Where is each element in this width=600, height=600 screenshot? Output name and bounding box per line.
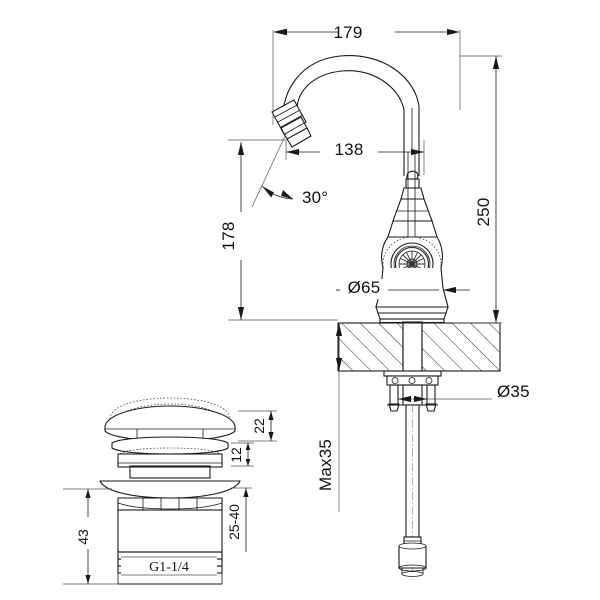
dimension-label-d65: Ø65	[348, 278, 381, 297]
dimension-diameter-65: Ø65	[336, 278, 470, 299]
tap-assembly	[271, 55, 449, 324]
dimension-178: 178	[219, 139, 338, 321]
thread-callout-g114: G1-1/4	[121, 556, 217, 576]
dimension-label-12: 12	[228, 447, 244, 463]
spout-inner-profile	[296, 70, 405, 152]
dimension-label-250: 250	[474, 198, 493, 227]
mounting-washer	[383, 370, 442, 377]
dimension-label-138: 138	[335, 140, 364, 159]
dimension-label-max35: Max35	[316, 439, 335, 491]
waste-plate	[111, 436, 229, 455]
bottom-connector	[398, 536, 427, 577]
fixing-nut	[402, 384, 423, 406]
dimension-12: 12	[228, 442, 254, 467]
dimension-label-30deg: 30°	[302, 188, 328, 207]
dimension-label-25-40: 25-40	[226, 504, 242, 540]
waste-flange	[99, 480, 241, 499]
mounting-hardware	[383, 321, 442, 580]
dimension-label-43: 43	[75, 529, 91, 545]
dimension-179: 179	[272, 23, 461, 125]
countertop-section	[337, 322, 501, 372]
dimension-30-degrees: 30°	[251, 133, 328, 208]
dimension-diameter-35: Ø35	[398, 382, 530, 403]
dimension-label-179: 179	[334, 23, 363, 42]
waste-ring	[117, 497, 223, 511]
dimension-25-40: 25-40	[226, 487, 252, 552]
dimension-label-178: 178	[219, 222, 238, 251]
dimension-22: 22	[238, 410, 277, 442]
waste-upper-stem	[117, 453, 223, 468]
waste-upper-thread	[129, 465, 211, 479]
aerator-head	[271, 99, 312, 148]
dimension-43: 43	[63, 488, 118, 585]
body-upper-cone	[392, 198, 433, 222]
body-shoulder	[387, 220, 438, 238]
threaded-shank	[402, 321, 423, 372]
base-gasket	[375, 306, 449, 324]
waste-cap	[104, 405, 236, 442]
dimension-250: 250	[452, 55, 502, 324]
popup-waste-assembly	[99, 397, 241, 585]
dimension-max35: Max35	[316, 323, 343, 512]
spout-outer-profile	[282, 55, 420, 152]
dimension-label-22: 22	[251, 418, 267, 434]
dimension-138: 138	[285, 140, 425, 175]
waste-barrel	[117, 509, 223, 553]
dimension-label-d35: Ø35	[497, 382, 530, 401]
thread-label-g114: G1-1/4	[149, 560, 189, 575]
